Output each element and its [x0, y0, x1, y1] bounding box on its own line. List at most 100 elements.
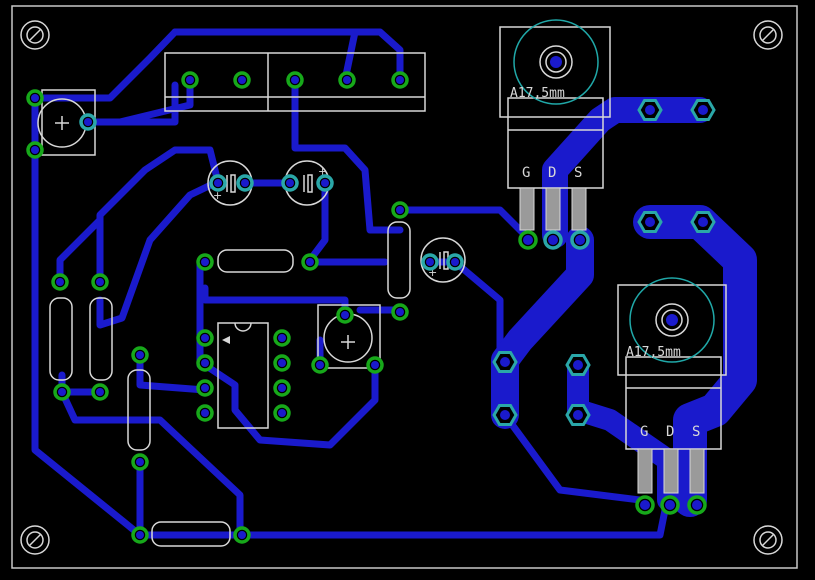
power-pad-6-drill — [500, 410, 510, 420]
trace — [171, 28, 404, 84]
mounting-hole-inner-1 — [26, 26, 44, 44]
trimpot-1-pad-b-drill — [84, 118, 92, 126]
trace — [306, 179, 329, 264]
board-outline — [11, 5, 798, 569]
mosfet-q2-tab — [617, 284, 727, 376]
svg-text:+: + — [428, 266, 437, 279]
terminal-pad-5-drill — [396, 76, 404, 84]
terminal-pad-2-drill — [238, 76, 246, 84]
res-bottom-pad-b-drill — [238, 531, 246, 539]
trace — [56, 216, 104, 286]
res-mid-pad-a-drill — [201, 258, 209, 266]
copper-pours — [491, 97, 757, 517]
power-pad-7-drill — [573, 360, 583, 370]
power-pad-4-drill — [698, 217, 708, 227]
trimpot-plus-symbols — [55, 116, 355, 349]
resistor-r4-body — [387, 221, 411, 299]
mosfet-q2-gate-label: G — [640, 424, 648, 440]
power-pad-5-drill — [500, 357, 510, 367]
trace — [136, 356, 209, 394]
trimpot-1-outline — [41, 89, 96, 156]
ic-dip-outline — [217, 322, 269, 429]
trimpot-2-pad-a-drill — [341, 311, 349, 319]
power-pad-8-drill — [573, 410, 583, 420]
trimpot-1-pad-c-drill — [31, 146, 39, 154]
mounting-hole-slash-3 — [28, 533, 42, 547]
mounting-hole-2 — [753, 20, 783, 50]
mounting-hole-3 — [20, 525, 50, 555]
trace — [58, 388, 244, 539]
copper-layer — [31, 28, 669, 539]
trimpot-1-pad-a-drill — [31, 94, 39, 102]
resistor-r2-body — [89, 297, 113, 381]
power-pad-1-drill — [645, 105, 655, 115]
mosfet-q1-drain-label: D — [548, 165, 556, 181]
cap-2-pad-a-drill — [286, 179, 294, 187]
res-3-pad-b-drill — [136, 458, 144, 466]
q1-drain-pad-drill — [548, 235, 558, 245]
terminal-pad-1-drill — [186, 76, 194, 84]
trace — [96, 179, 219, 329]
trace — [31, 146, 144, 539]
mounting-hole-1 — [20, 20, 50, 50]
ic-pin-left-3-drill — [201, 384, 209, 392]
ic-pin-right-2-drill — [278, 359, 286, 367]
power-pad-2-drill — [698, 105, 708, 115]
resistor-r-mid-body — [217, 249, 294, 273]
mosfet-q2-drain-label: D — [666, 424, 674, 440]
mosfet-q2-value-label: A17,5mm — [626, 345, 681, 360]
terminal-pad-4-drill — [343, 76, 351, 84]
mounting-hole-inner-2 — [759, 26, 777, 44]
trace — [136, 506, 669, 539]
capacitor-3-outline — [420, 237, 466, 283]
cap-3-pad-b-drill — [451, 258, 459, 266]
res-1-pad-b-drill — [58, 388, 66, 396]
ic-pin-right-1-drill — [278, 334, 286, 342]
mounting-hole-slash-2 — [761, 28, 775, 42]
res-2-pad-a-drill — [96, 278, 104, 286]
resistor-r-bottom-body — [151, 521, 231, 547]
q2-drain-pad-drill — [665, 500, 675, 510]
terminal-pad-3-drill — [291, 76, 299, 84]
power-trace-q2-gate — [567, 354, 679, 511]
mounting-hole-inner-4 — [759, 531, 777, 549]
svg-text:+: + — [318, 165, 327, 178]
res-mid-pad-b-drill — [306, 258, 314, 266]
cap-2-pad-b-drill — [321, 179, 329, 187]
trace — [396, 206, 529, 239]
resistor-r1-body — [49, 297, 73, 381]
trace — [201, 284, 349, 319]
q1-gate-pad-drill — [523, 235, 533, 245]
cap-3-pad-a-drill — [426, 258, 434, 266]
svg-text:+: + — [213, 189, 222, 202]
trace — [96, 146, 222, 286]
terminal-block-outline — [164, 52, 426, 112]
mounting-hole-slash-1 — [28, 28, 42, 42]
q2-source-pad-drill — [692, 500, 702, 510]
resistor-r3-body — [127, 369, 151, 451]
trace — [31, 28, 359, 154]
mosfet-legs — [519, 187, 705, 494]
pads-layer — [26, 71, 716, 544]
q1-source-pad-drill — [575, 235, 585, 245]
heatsink-markers — [513, 19, 715, 363]
trace — [501, 411, 644, 504]
q2-gate-pad-drill — [640, 500, 650, 510]
trimpot-2-pad-c-drill — [371, 361, 379, 369]
power-pad-3-drill — [645, 217, 655, 227]
mounting-hole-inner-3 — [26, 531, 44, 549]
cap-1-pad-b-drill — [241, 179, 249, 187]
mosfet-q1-source-label: S — [574, 165, 582, 181]
mosfet-q1-gate-label: G — [522, 165, 530, 181]
mosfet-q2-source-label: S — [692, 424, 700, 440]
res-1-pad-a-drill — [56, 278, 64, 286]
res-3-pad-a-drill — [136, 351, 144, 359]
mosfet-q1-value-label: A17,5mm — [510, 86, 565, 101]
polarity-marks: + + + — [213, 165, 437, 279]
trace — [201, 361, 379, 449]
ic-pin-right-4-drill — [278, 409, 286, 417]
cap-1-pad-a-drill — [214, 179, 222, 187]
mosfet-q1-tab — [499, 26, 611, 118]
